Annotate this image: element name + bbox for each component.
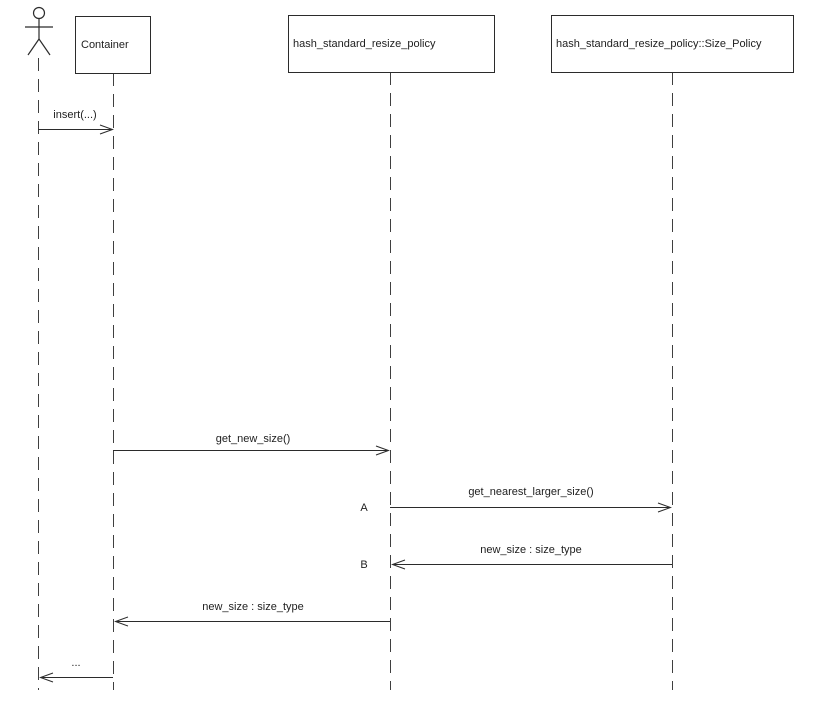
message-get-nearest-larger-size-arrowhead-icon [657,502,672,513]
object-label-hash-standard-resize-policy: hash_standard_resize_policy [293,38,436,50]
message-new-size-return-b: B new_size : size_type [360,544,672,571]
message-new-size-return: new_size : size_type [114,601,390,627]
message-new-size-return-b-label: new_size : size_type [480,544,582,556]
message-new-size-return-arrowhead-icon [114,616,129,627]
message-insert-arrowhead-icon [99,124,114,135]
object-box-container-rect [75,16,151,74]
object-box-hash-standard-resize-policy: hash_standard_resize_policy [288,15,495,73]
message-get-nearest-larger-size: A get_nearest_larger_size() [360,486,672,514]
message-ellipsis-return-arrowhead-icon [39,672,54,683]
message-marker-a: A [360,502,368,514]
object-box-hash-standard-resize-policy-rect [288,15,495,73]
message-insert-label: insert(...) [53,109,96,121]
message-marker-b: B [360,559,367,571]
message-ellipsis-return-label: ... [71,657,80,669]
message-get-new-size-arrowhead-icon [375,445,390,456]
message-insert: insert(...) [38,109,114,135]
object-label-size-policy: hash_standard_resize_policy::Size_Policy [556,38,762,50]
message-new-size-return-label: new_size : size_type [202,601,304,613]
actor-right-leg-icon [38,38,51,56]
message-ellipsis-return: ... [39,657,113,683]
object-label-container: Container [81,39,129,51]
message-get-new-size-label: get_new_size() [216,433,291,445]
object-box-size-policy-rect [551,15,794,73]
actor-head-icon [32,6,46,20]
message-new-size-return-b-arrowhead-icon [391,559,406,570]
object-box-container: Container [75,16,151,74]
object-box-size-policy: hash_standard_resize_policy::Size_Policy [551,15,794,73]
message-get-new-size: get_new_size() [113,433,390,456]
message-get-nearest-larger-size-label: get_nearest_larger_size() [468,486,593,498]
actor-figure [25,6,53,56]
actor-left-leg-icon [27,38,40,56]
